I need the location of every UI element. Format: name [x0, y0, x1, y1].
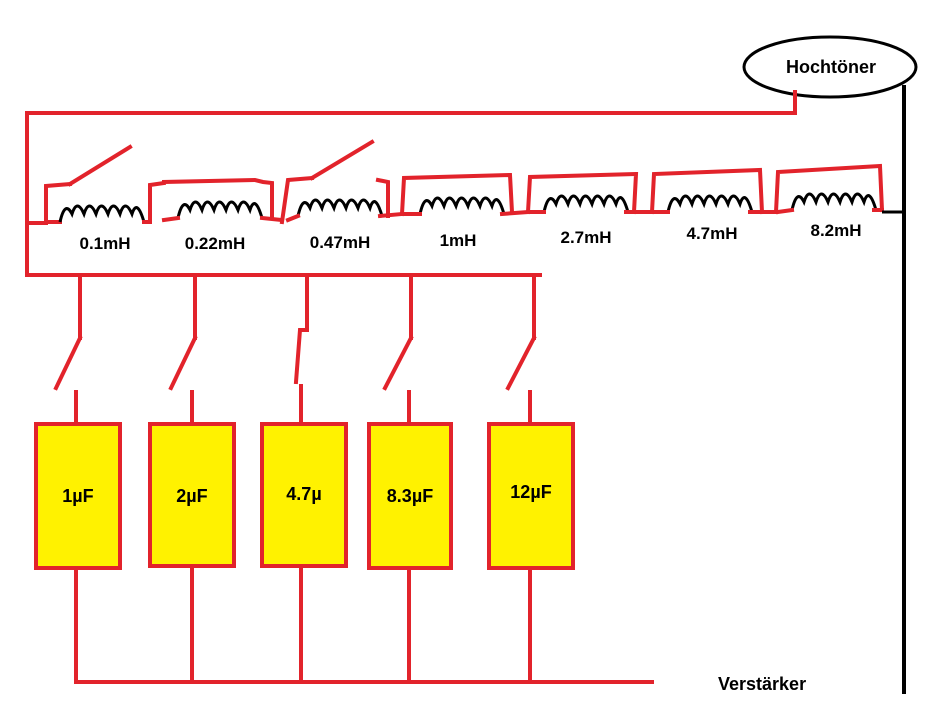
switch-lever [168, 335, 198, 391]
capacitor-2uf [148, 422, 236, 568]
inductor-label: 0.47mH [310, 233, 370, 252]
inductor-0-22mh [148, 177, 285, 224]
top-feed-wire [25, 90, 797, 277]
inductor-0-47mh [279, 139, 405, 225]
capacitor-label: 1µF [62, 486, 93, 506]
capacitor-12uf [487, 422, 575, 570]
inductor-4-7mh [649, 167, 778, 215]
inductor-0-1mh [44, 144, 152, 224]
inductor-label: 8.2mH [810, 221, 861, 240]
capacitor-branch-12uf [487, 273, 575, 684]
tweeter-label: Hochtöner [786, 57, 876, 77]
switch-lever [53, 335, 83, 391]
switch-lever [293, 328, 309, 385]
amplifier-label: Verstärker [718, 674, 806, 694]
capacitor-label: 2µF [176, 486, 207, 506]
inductor-8-2mh [773, 163, 904, 215]
tweeter-ellipse [742, 35, 918, 99]
capacitor-branch-8-3uf [367, 273, 453, 684]
capacitor-4-7u [260, 422, 348, 568]
capacitor-branch-1uf [34, 273, 122, 684]
capacitor-label: 12µF [510, 482, 551, 502]
inductor-label: 1mH [440, 231, 477, 250]
inductor-label: 0.1mH [79, 234, 130, 253]
capacitor-label: 8.3µF [387, 486, 433, 506]
switch-lever [67, 144, 133, 187]
capacitor-label: 4.7µ [286, 484, 321, 504]
switch-lever [309, 139, 375, 181]
inductor-label: 2.7mH [560, 228, 611, 247]
capacitor-branch-4-7u [260, 273, 348, 684]
switch-lever [505, 335, 537, 391]
inductor-2-7mh [525, 171, 654, 215]
capacitor-8-3uf [367, 422, 453, 570]
inductor-label: 4.7mH [686, 224, 737, 243]
inductor-label: 0.22mH [185, 234, 245, 253]
capacitor-branch-2uf [148, 273, 236, 684]
inductor-1mh [399, 172, 531, 217]
inductor-chain [44, 139, 904, 225]
switch-lever [382, 335, 414, 391]
